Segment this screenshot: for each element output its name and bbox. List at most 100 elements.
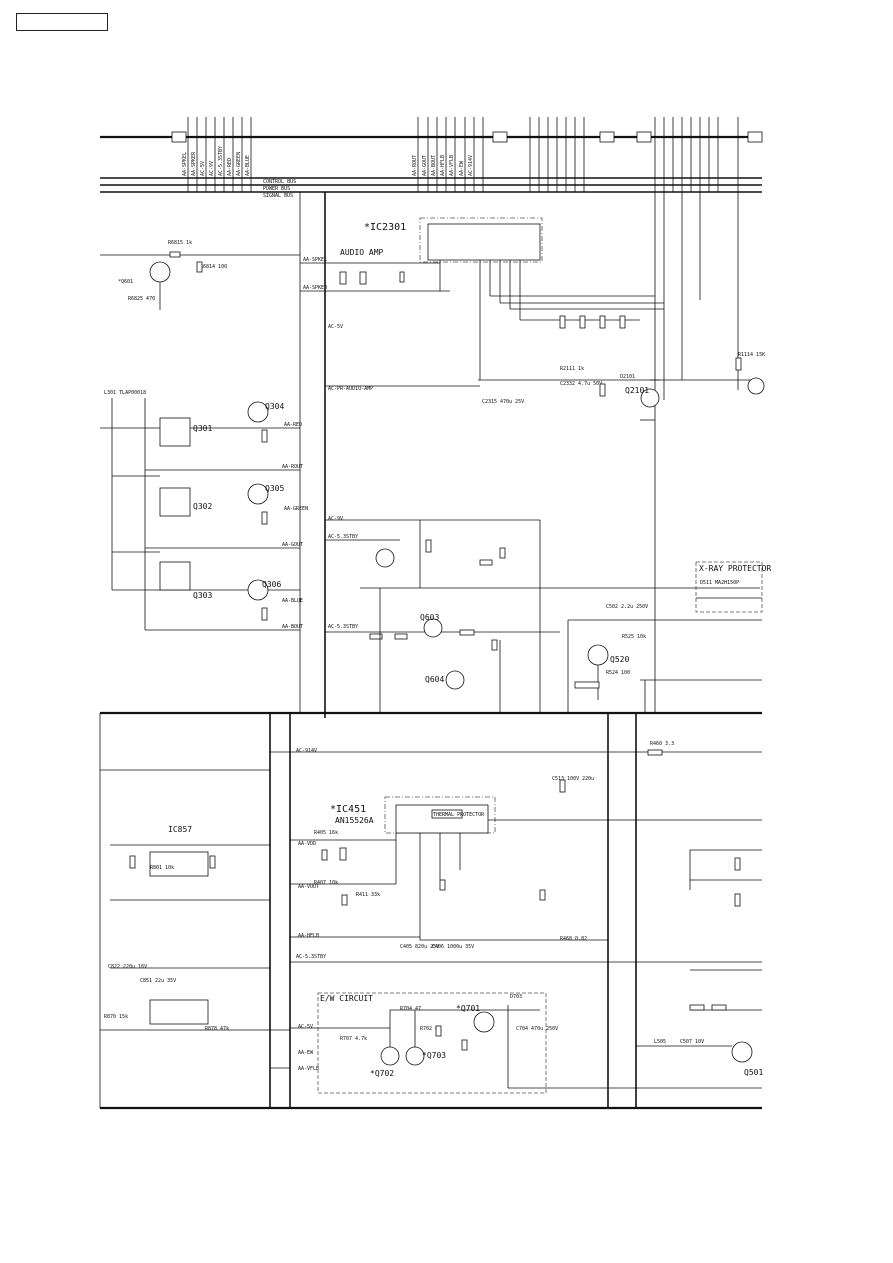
r801-label: R801 10k	[150, 865, 174, 871]
net-aa-hflb: AA-HFLB	[298, 933, 319, 939]
ic451-block: AC-914V *IC451 AN15526A THERMAL PROTECTO…	[100, 741, 762, 1072]
r6815-label: R6815 1k	[168, 240, 192, 246]
r702-label: R702 82	[420, 1026, 441, 1032]
connector-pin-label: AC-5.3STBY	[218, 146, 224, 176]
net-aa-rout: AA-ROUT	[282, 464, 303, 470]
c406-label: C406 1000u 35V	[432, 944, 474, 950]
connector-drops	[171, 117, 763, 192]
q305-label: Q305	[265, 484, 284, 493]
q2101-region: Q2101 R2111 1k C2332 4.7u 50V D2101 C231…	[482, 352, 765, 421]
connector-pin-label: AC-914V	[468, 155, 474, 176]
q701-label: *Q701	[456, 1004, 480, 1013]
r405-label: R405 16k	[314, 830, 338, 836]
r411-label: R411 33k	[356, 892, 380, 898]
q2101-label: Q2101	[625, 386, 649, 395]
r460-label: R460 3.3	[650, 741, 674, 747]
net-ac-5v-l: AC-5V	[298, 1024, 313, 1030]
ic857-block: IC857 R801 10k R870 15k C822 220u 16V C8…	[104, 825, 270, 1032]
r468-label: R468 0.82	[560, 936, 587, 942]
connector-pin-label: AA-SPKEL	[182, 152, 188, 176]
connector-pin-label: AA-BOUT	[431, 155, 437, 176]
thermal-label: THERMAL PROTECTOR	[433, 812, 485, 818]
bus-labels: CONTROL BUS POWER BUS SIGNAL BUS	[263, 179, 296, 199]
vertical-trunks	[99, 192, 739, 1108]
audio-amp-label: AUDIO AMP	[340, 248, 384, 257]
l301-label: L301 TLAP00018	[104, 390, 146, 396]
rgb-output-stage: L301 TLAP00018 Q301 Q302 Q303 Q304 Q305 …	[100, 390, 308, 631]
d703-label: D703	[510, 994, 522, 1000]
net-aa-vflb: AA-VFLB	[298, 1066, 319, 1072]
connector-pin-label: AA-BLUE	[245, 155, 251, 176]
q501-area: Q501 C507 10V L505	[636, 849, 763, 1077]
net-aa-vout: AA-VOUT	[298, 884, 319, 890]
r878-label: R878 47k	[205, 1026, 229, 1032]
connector-pin-label: AA-EW	[459, 160, 465, 176]
r870-label: R870 15k	[104, 1014, 128, 1020]
power-bus-label: POWER BUS	[263, 186, 290, 192]
connector-pin-label: AA-ROUT	[412, 155, 418, 176]
c507-label: C507 10V	[680, 1039, 704, 1045]
q601-label: *Q601	[118, 279, 133, 285]
ic857-label: IC857	[168, 825, 192, 834]
net-ac-914v: AC-914V	[296, 748, 317, 754]
c405-label: C405 820u 25V	[400, 944, 439, 950]
c513-label: C513 100V 220u	[552, 776, 594, 782]
q702-label: *Q702	[370, 1069, 394, 1078]
net-aa-red: AA-RED	[284, 422, 302, 428]
q703-label: *Q703	[422, 1051, 446, 1060]
bus-lines	[100, 135, 762, 1110]
net-aa-gout: AA-GOUT	[282, 542, 303, 548]
q601-group: *Q601 R6815 1k R6814 100 R6825 470	[100, 240, 300, 310]
connector-pin-label: AA-HFLB	[440, 155, 446, 176]
q306-label: Q306	[262, 580, 281, 589]
net-aa-spkel: AA-SPKEL	[303, 257, 327, 263]
r525-label: R525 10k	[622, 634, 646, 640]
ew-circuit: E/W CIRCUIT *Q701 *Q703 *Q702 R702 82 R7…	[290, 992, 762, 1094]
c2332-label: C2332 4.7u 50V	[560, 381, 602, 387]
r2111-label: R2111 1k	[560, 366, 584, 372]
ic2301-block: *IC2301 AUDIO AMP AA-SPKEL AA-SPKER AC-5…	[300, 217, 664, 392]
c822-label: C822 220u 16V	[108, 964, 147, 970]
net-ac-5-3stby: AC-5.3STBY	[328, 534, 358, 540]
d511-label: D511 MA2H150P	[700, 580, 739, 586]
r6814-label: R6814 100	[200, 264, 227, 270]
d2101-label: D2101	[620, 374, 635, 380]
q520-label: Q520	[610, 655, 629, 664]
page-header-box	[16, 13, 108, 31]
net-ac-5-3stby-2: AC-5.3STBY	[328, 624, 358, 630]
c2315-label: C2315 470u 25V	[482, 399, 524, 405]
connector-pin-label: AA-GREEN	[236, 152, 242, 176]
q501-label: Q501	[744, 1068, 763, 1077]
net-ac-5-3stby-l: AC-5.3STBY	[296, 954, 326, 960]
connector-pin-label: AC-5V	[200, 161, 206, 176]
c851-label: C851 22u 35V	[140, 978, 176, 984]
ew-label: E/W CIRCUIT	[320, 994, 373, 1003]
r407-label: R407 10k	[314, 880, 338, 886]
q301-label: Q301	[193, 424, 212, 433]
connector-pin-label: AA-VFLB	[449, 155, 455, 176]
net-aa-blue: AA-BLUE	[282, 598, 303, 604]
r704-label: R704 47	[400, 1006, 421, 1012]
r524-label: R524 100	[606, 670, 630, 676]
ic451-part-label: AN15526A	[335, 816, 374, 825]
net-ac-pr-audio: AC-PR-AUDIO-AMP	[328, 386, 373, 392]
connector-pin-label: AA-RED	[227, 158, 233, 176]
xray-protector: X-RAY PROTECTOR D511 MA2H150P	[695, 561, 771, 613]
middle-switch-area: AC-9V AC-5.3STBY AC-5.3STBY Q603 Q604	[325, 516, 760, 713]
c704-label: C704 470u 250V	[516, 1026, 558, 1032]
connector-pin-label: AC-9V	[209, 161, 215, 176]
net-aa-ew: AA-EW	[298, 1050, 314, 1056]
q303-label: Q303	[193, 591, 212, 600]
net-aa-vdd: AA-VDD	[298, 841, 316, 847]
r6825-label: R6825 470	[128, 296, 155, 302]
q302-label: Q302	[193, 502, 212, 511]
connector-pin-label: AA-SPKER	[191, 151, 197, 176]
r707-label: R707 4.7k	[340, 1036, 367, 1042]
q304-label: Q304	[265, 402, 284, 411]
signal-bus-label: SIGNAL BUS	[263, 193, 293, 199]
r1114-label: R1114 15K	[738, 352, 765, 358]
net-ac-5v-top: AC-5V	[328, 324, 343, 330]
q603-label: Q603	[420, 613, 439, 622]
